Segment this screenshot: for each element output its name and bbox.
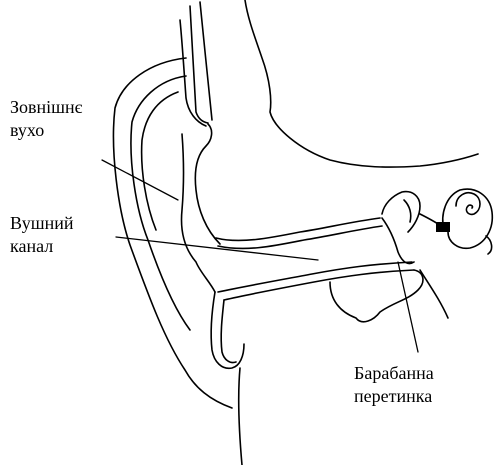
lobe-outline — [211, 292, 244, 368]
head-back — [200, 2, 212, 120]
helix-fold — [142, 92, 178, 230]
label-eardrum-line1: Барабанна — [354, 362, 434, 385]
label-ear-canal-line1: Вушний — [10, 212, 74, 235]
label-eardrum: Барабанна перетинка — [354, 362, 434, 408]
canal-wall-lower-1 — [218, 262, 412, 292]
eardrum-shape — [382, 218, 414, 264]
label-ear-canal-line2: канал — [10, 235, 74, 258]
mastoid — [420, 270, 448, 318]
head-outline-inner — [190, 6, 208, 123]
label-outer-ear: Зовнішнє вухо — [10, 96, 82, 142]
label-eardrum-line2: перетинка — [354, 385, 434, 408]
skull-curve — [245, 0, 478, 167]
leader-eardrum — [398, 262, 418, 352]
cochlea-spiral — [456, 193, 480, 215]
leader-outer-ear — [102, 160, 178, 200]
semicircular-canal-2 — [486, 236, 492, 254]
neck-line — [239, 368, 242, 465]
label-ear-canal: Вушний канал — [10, 212, 74, 258]
label-outer-ear-line2: вухо — [10, 119, 82, 142]
ossicle-incus — [404, 200, 411, 222]
lobe-inner — [221, 300, 236, 363]
canal-wall-upper-1 — [216, 218, 380, 240]
label-outer-ear-line1: Зовнішнє — [10, 96, 82, 119]
canal-wall-upper-2 — [218, 226, 382, 248]
concha — [195, 124, 220, 244]
helix-rim — [131, 76, 190, 330]
semicircular-canal-1 — [443, 189, 493, 248]
